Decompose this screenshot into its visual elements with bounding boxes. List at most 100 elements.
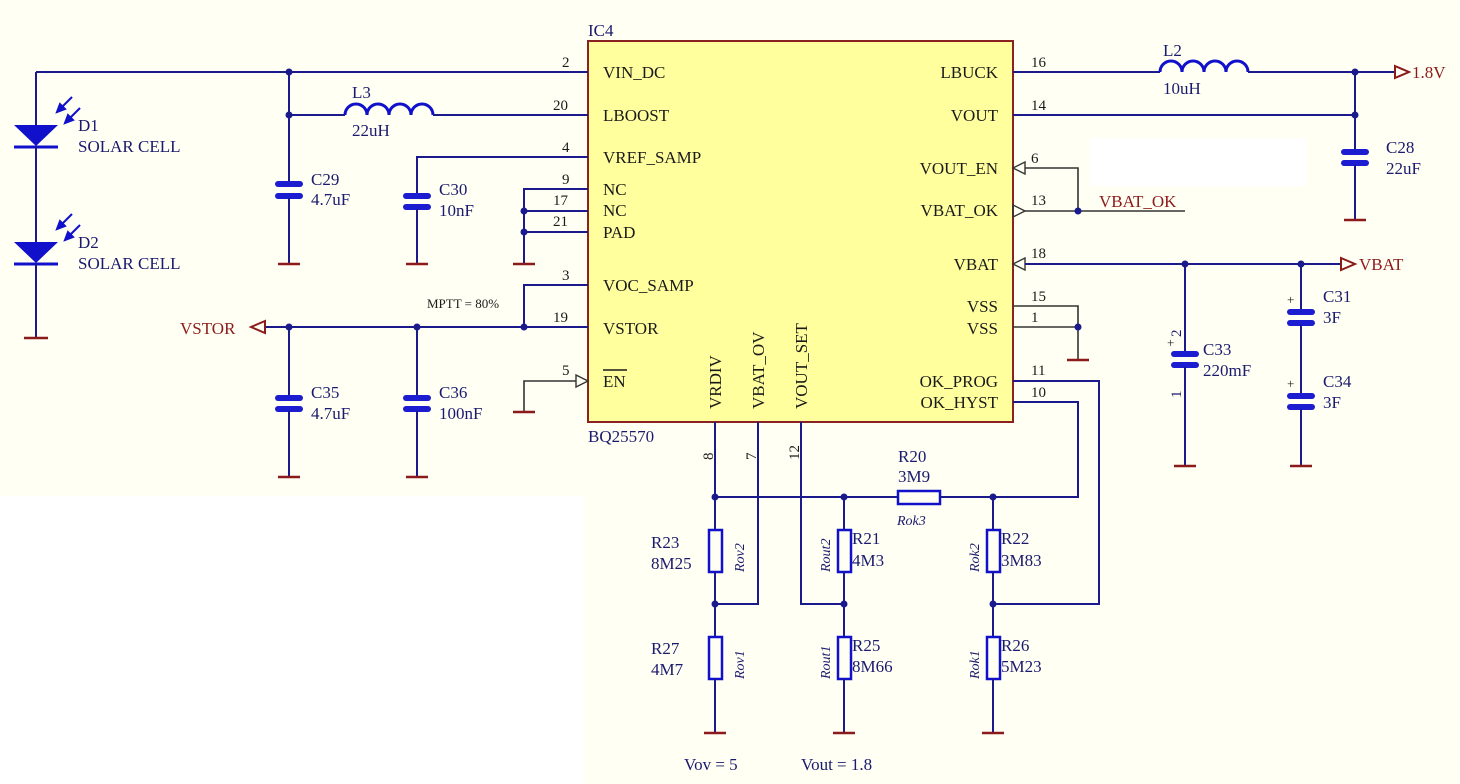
wire-nc-pad (523, 188, 588, 264)
d2-value: SOLAR CELL (78, 254, 180, 273)
r23-value: 8M25 (651, 554, 692, 573)
ic4-body[interactable] (587, 40, 1014, 423)
pin-label-nc-17: NC (603, 201, 627, 220)
pin-num-3: 3 (562, 268, 570, 284)
r20-alias: Rok3 (896, 514, 926, 529)
pin-num-14: 14 (1031, 98, 1047, 114)
note-vov: Vov = 5 (684, 755, 738, 774)
c33-value: 220mF (1203, 361, 1251, 380)
pin-num-17: 17 (553, 193, 569, 209)
vstor-port-arrow[interactable] (248, 319, 266, 335)
c28-ref: C28 (1386, 138, 1414, 157)
pin-num-11: 11 (1031, 363, 1045, 379)
d2-ref: D2 (78, 233, 99, 252)
pin-label-pad: PAD (603, 223, 635, 242)
wire-vbat-ov (715, 422, 759, 605)
pin-label-vbat-ok: VBAT_OK (921, 201, 999, 220)
wire-vref-samp (416, 156, 588, 194)
diode-d2[interactable] (14, 242, 58, 263)
pin-label-vout-en: VOUT_EN (920, 159, 998, 178)
vbat-port-arrow[interactable] (1340, 256, 1358, 272)
pin-label-vrdiv: VRDIV (706, 354, 725, 409)
ic4-part: BQ25570 (588, 427, 654, 446)
light-arrows-d1 (55, 96, 81, 125)
r21-value: 4M3 (852, 551, 884, 570)
pin-label-vout: VOUT (951, 106, 999, 125)
pin-label-vss-1: VSS (967, 319, 998, 338)
wire-vout-en (1025, 167, 1079, 211)
pin-num-9: 9 (562, 172, 570, 188)
junction (1074, 323, 1082, 331)
diode-d1[interactable] (14, 125, 58, 146)
junction (711, 493, 719, 501)
wire-en (523, 380, 576, 412)
pin-num-20: 20 (553, 98, 568, 114)
inductor-l2[interactable] (1158, 59, 1250, 73)
c31-value: 3F (1323, 308, 1341, 327)
pin-num-7: 7 (744, 452, 760, 460)
c33-pin-minus: 1 (1169, 391, 1185, 399)
inductor-l3[interactable] (343, 102, 435, 116)
r25-ref: R25 (852, 636, 880, 655)
c36-value: 100nF (439, 404, 482, 423)
c30-ref: C30 (439, 180, 467, 199)
r22-ref: R22 (1001, 529, 1029, 548)
c31-ref: C31 (1323, 287, 1351, 306)
c28-value: 22uF (1386, 159, 1421, 178)
pin-num-12: 12 (787, 445, 803, 460)
pin-num-8: 8 (701, 453, 717, 461)
r27-value: 4M7 (651, 660, 684, 679)
d1-value: SOLAR CELL (78, 137, 180, 156)
c34-value: 3F (1323, 393, 1341, 412)
pin-label-vss-15: VSS (967, 297, 998, 316)
pin-label-ok-prog: OK_PROG (920, 372, 998, 391)
c35-value: 4.7uF (311, 404, 350, 423)
pin-label-ok-hyst: OK_HYST (921, 393, 999, 412)
c34-plus-sign: + (1287, 376, 1294, 391)
c33-plus-sign: + (1167, 335, 1174, 350)
c29-value: 4.7uF (311, 190, 350, 209)
r21-ref: R21 (852, 529, 880, 548)
r22-value: 3M83 (1001, 551, 1042, 570)
pin-num-19: 19 (553, 310, 568, 326)
junction (520, 323, 528, 331)
junction (520, 228, 528, 236)
pin-num-13: 13 (1031, 193, 1046, 209)
r20-ref: R20 (898, 447, 926, 466)
pin-label-vout-set: VOUT_SET (792, 322, 811, 409)
pin-num-15: 15 (1031, 289, 1046, 305)
net-vbat: VBAT (1359, 255, 1404, 274)
pin-label-vbat-ov: VBAT_OV (749, 331, 768, 409)
r25-value: 8M66 (852, 657, 893, 676)
pin-label-vin-dc: VIN_DC (603, 63, 665, 82)
note-mptt: MPTT = 80% (427, 296, 499, 311)
c33-pin-plus: 2 (1169, 330, 1185, 338)
l2-ref: L2 (1163, 41, 1182, 60)
c31-plus-sign: + (1287, 292, 1294, 307)
pin-num-16: 16 (1031, 55, 1047, 71)
ic4-ref: IC4 (588, 21, 614, 40)
light-arrows-d2 (55, 213, 81, 242)
pin-num-2: 2 (562, 55, 570, 71)
pin-label-vref-samp: VREF_SAMP (603, 148, 701, 167)
d1-ref: D1 (78, 116, 99, 135)
vbat-ok-arrow (1012, 203, 1027, 219)
v18-port-arrow[interactable] (1394, 64, 1412, 80)
pin-label-vstor: VSTOR (603, 319, 659, 338)
l3-value: 22uH (352, 121, 390, 140)
r20-value: 3M9 (898, 467, 930, 486)
sheet-bottom-region (585, 496, 1460, 784)
wire-voc-samp (523, 284, 588, 327)
pin-num-10: 10 (1031, 385, 1046, 401)
r27-alias: Rov1 (733, 650, 748, 680)
l3-ref: L3 (352, 83, 371, 102)
c34-ref: C34 (1323, 372, 1352, 391)
r25-alias: Rout1 (819, 646, 834, 680)
c36-ref: C36 (439, 383, 467, 402)
r26-value: 5M23 (1001, 657, 1042, 676)
r26-alias: Rok1 (968, 650, 983, 680)
r21-alias: Rout2 (819, 539, 834, 573)
note-vout: Vout = 1.8 (801, 755, 872, 774)
c35-ref: C35 (311, 383, 339, 402)
wire-ok-hyst (993, 401, 1079, 498)
